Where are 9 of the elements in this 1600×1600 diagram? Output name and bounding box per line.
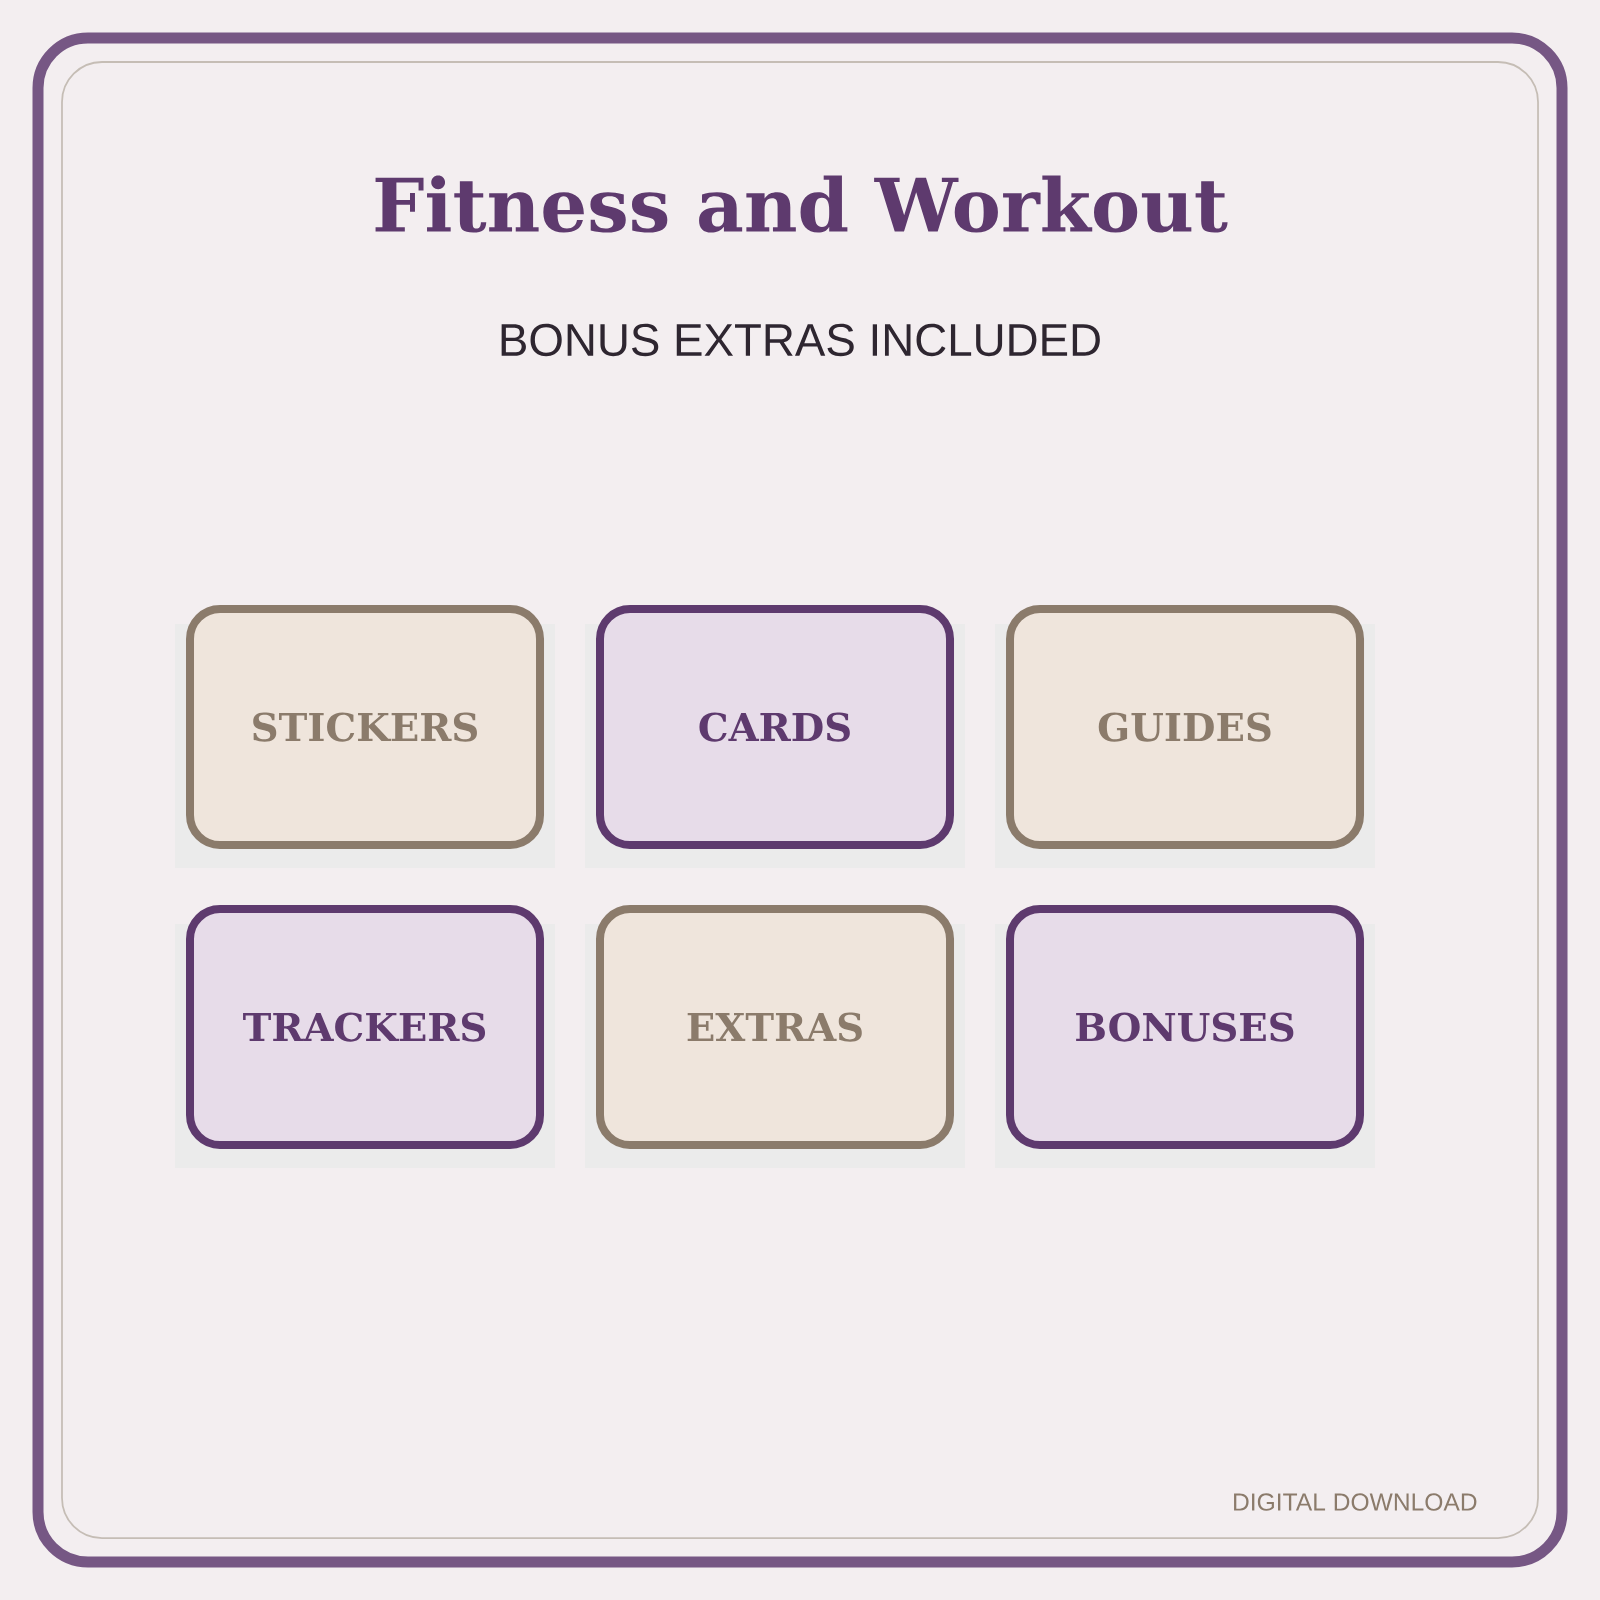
footer-text: DIGITAL DOWNLOAD [1234,1493,1477,1511]
category-card: GUIDES [1006,605,1364,849]
category-card: CARDS [596,605,954,849]
title: Fitness and Workout [375,175,1228,233]
category-card: BONUSES [1006,905,1364,1149]
subtitle: BONUS EXTRAS INCLUDED [501,323,1100,357]
category-card: EXTRAS [596,905,954,1149]
category-card: TRACKERS [186,905,544,1149]
category-card: STICKERS [186,605,544,849]
